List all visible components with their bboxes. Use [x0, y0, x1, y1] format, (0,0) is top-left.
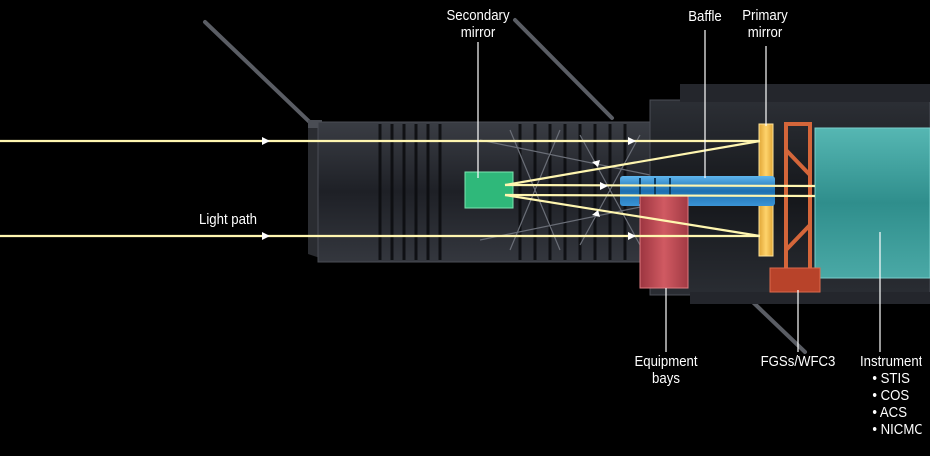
instrument-item: • COS [872, 387, 910, 404]
instrument-module [815, 128, 930, 278]
label-equipment-bays-line1: Equipment [634, 353, 698, 370]
label-light-path: Light path [199, 211, 257, 228]
label-instruments: Instruments • STIS • COS • ACS • NICMOS [860, 353, 922, 438]
reflected-ray-top [504, 139, 761, 187]
instrument-module-outline [814, 127, 930, 279]
label-equipment-bays: Equipment bays [622, 353, 710, 387]
focused-ray-bottom [504, 193, 816, 198]
label-secondary-mirror-line1: Secondary [446, 7, 510, 24]
label-secondary-mirror: Secondary mirror [434, 7, 522, 41]
focused-ray-top [504, 183, 816, 188]
fgs-wfc3-module [769, 267, 821, 293]
arrow-ray-top [262, 137, 270, 145]
label-instruments-title: Instruments [860, 353, 922, 370]
equipment-bays [639, 195, 689, 289]
ray-arrows [262, 137, 636, 240]
label-fgs-wfc3: FGSs/WFC3 [760, 353, 836, 370]
instrument-item: • ACS [872, 404, 908, 421]
secondary-mirror [464, 171, 514, 209]
label-primary-mirror-line2: mirror [747, 24, 783, 41]
instrument-list: • STIS • COS • ACS • NICMOS [860, 370, 921, 438]
label-equipment-bays-line2: bays [652, 370, 680, 387]
label-secondary-mirror-line2: mirror [460, 24, 496, 41]
reflected-ray-bottom [504, 193, 761, 238]
upper-left-boom [203, 20, 320, 132]
leader-lines [477, 30, 881, 352]
aperture-door [308, 120, 322, 258]
label-primary-mirror: Primary mirror [734, 7, 796, 41]
instrument-item: • NICMOS [872, 421, 921, 438]
label-primary-mirror-line1: Primary [742, 7, 788, 24]
arrow-ray-bottom [262, 232, 270, 240]
instrument-item: • STIS [872, 370, 910, 387]
label-baffle: Baffle [688, 8, 722, 25]
upper-right-boom [513, 18, 614, 120]
